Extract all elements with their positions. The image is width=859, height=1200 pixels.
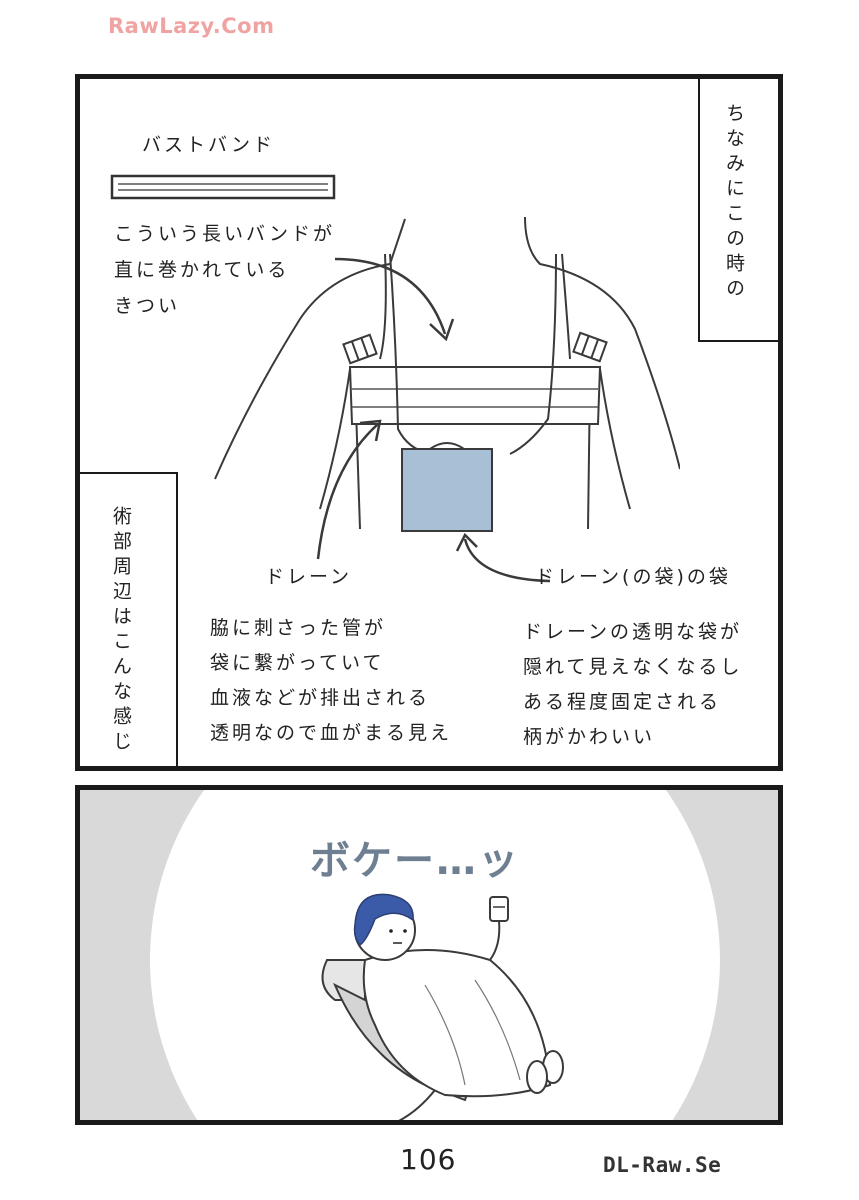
bag-desc-line: 柄がかわいい (523, 726, 656, 748)
bust-band-illustration (110, 174, 336, 200)
bust-band-desc-line: きつい (114, 295, 181, 317)
resting-person-illustration (321, 893, 564, 1120)
panel-1: ちなみにこの時の 術部周辺はこんな感じ バストバンド こういう長いバンドが 直に… (75, 74, 783, 771)
watermark-bottom: DL-Raw.Se (603, 1153, 722, 1177)
panel-2: ボケー…ッ (75, 785, 783, 1125)
drain-desc-line: 透明なので血がまる見え (210, 722, 453, 744)
bust-band-desc-line: こういう長いバンドが (114, 223, 335, 245)
drain-bag-label: ドレーン(の袋)の袋 (535, 566, 731, 588)
drain-desc-line: 脇に刺さった管が (210, 617, 387, 639)
side-label-box-top: ちなみにこの時の (698, 79, 778, 342)
drain-label: ドレーン (265, 566, 353, 588)
drain-desc-line: 袋に繋がっていて (210, 652, 385, 674)
bag-desc-line: 隠れて見えなくなるし (523, 656, 743, 678)
arrow-to-bag (455, 532, 551, 583)
arrow-to-drain (316, 419, 382, 560)
side-label-left: 術部周辺はこんな感じ (110, 506, 132, 756)
bust-band-title: バストバンド (142, 134, 275, 156)
torso-illustration (214, 216, 680, 532)
sfx-text: ボケー…ッ (310, 838, 520, 884)
page-number: 106 (400, 1143, 457, 1176)
bag-desc-line: ある程度固定される (523, 691, 722, 713)
drain-desc-line: 血液などが排出される (210, 687, 431, 709)
side-label-box-left: 術部周辺はこんな感じ (80, 472, 178, 766)
side-label-top: ちなみにこの時の (723, 103, 745, 303)
watermark-top: RawLazy.Com (108, 14, 275, 38)
bust-band-desc-line: 直に巻かれている (114, 259, 290, 281)
bag-desc-line: ドレーンの透明な袋が (523, 621, 743, 643)
arrow-to-band (334, 257, 455, 342)
